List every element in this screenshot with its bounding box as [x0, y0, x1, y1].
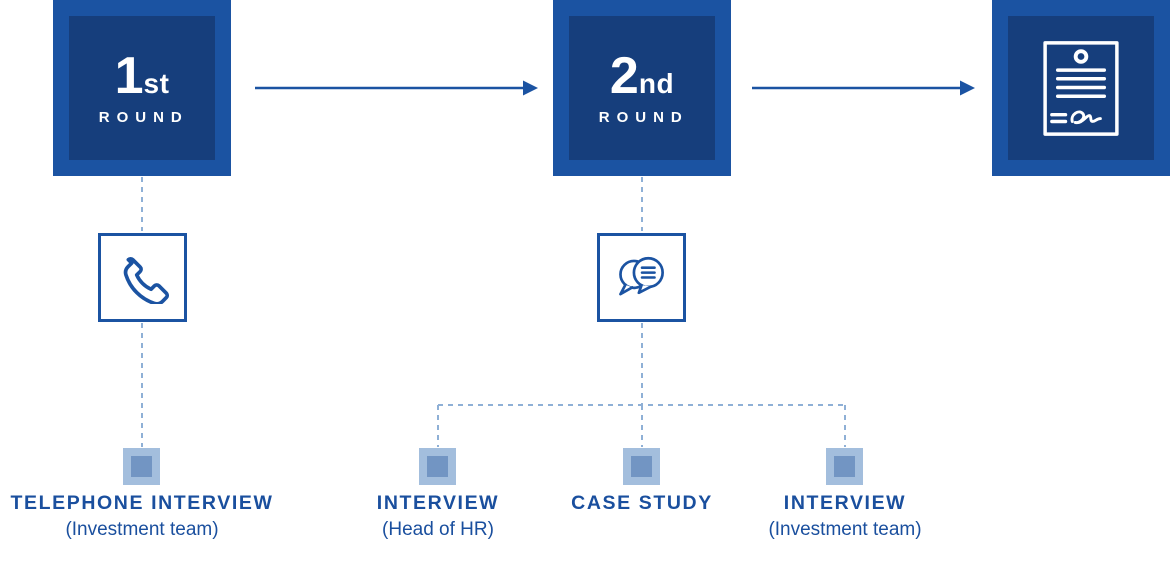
- step-title: INTERVIEW: [783, 492, 907, 514]
- round-1-suffix: st: [143, 68, 170, 99]
- round-1-title: 1st: [115, 50, 170, 102]
- bullet-case-study: [623, 448, 660, 485]
- step-subtitle: (Investment team): [768, 519, 922, 540]
- step-case-study: CASE STUDY: [482, 492, 802, 519]
- step-interview-investment: INTERVIEW (Investment team): [685, 492, 1005, 541]
- round-2-box: 2nd ROUND: [553, 0, 731, 176]
- step-interview-hr: INTERVIEW (Head of HR): [278, 492, 598, 541]
- round-2-suffix: nd: [638, 68, 675, 99]
- round-2-title: 2nd: [610, 50, 674, 102]
- contract-box: [992, 0, 1170, 176]
- step-title: CASE STUDY: [571, 492, 713, 514]
- step-subtitle: (Head of HR): [382, 519, 494, 540]
- bullet-inner-square: [427, 456, 448, 477]
- bullet-telephone-interview: [123, 448, 160, 485]
- bullet-inner-square: [631, 456, 652, 477]
- round-2-word: ROUND: [598, 109, 689, 126]
- bullet-inner-square: [131, 456, 152, 477]
- bullet-interview-investment: [826, 448, 863, 485]
- bullet-inner-square: [834, 456, 855, 477]
- arrowhead-round2-to-contract: [960, 80, 975, 96]
- arrowhead-round1-to-round2: [523, 80, 538, 96]
- telephone-icon-frame: [98, 233, 187, 322]
- bullet-interview-hr: [419, 448, 456, 485]
- telephone-icon: [123, 256, 169, 304]
- step-title: INTERVIEW: [376, 492, 500, 514]
- speech-bubbles-icon: [618, 256, 664, 295]
- round-1-box-inner: 1st ROUND: [69, 16, 215, 160]
- step-title: TELEPHONE INTERVIEW: [10, 492, 274, 514]
- contract-box-inner: [1008, 16, 1154, 160]
- round-1-number: 1: [114, 47, 144, 105]
- round-1-box: 1st ROUND: [53, 0, 231, 176]
- speech-bubbles-icon-frame: [597, 233, 686, 322]
- round-2-number: 2: [609, 47, 639, 105]
- step-telephone-interview: TELEPHONE INTERVIEW (Investment team): [0, 492, 302, 541]
- step-subtitle: (Investment team): [65, 519, 219, 540]
- round-1-word: ROUND: [98, 109, 189, 126]
- signed-contract-icon: [1043, 40, 1119, 136]
- round-2-box-inner: 2nd ROUND: [569, 16, 715, 160]
